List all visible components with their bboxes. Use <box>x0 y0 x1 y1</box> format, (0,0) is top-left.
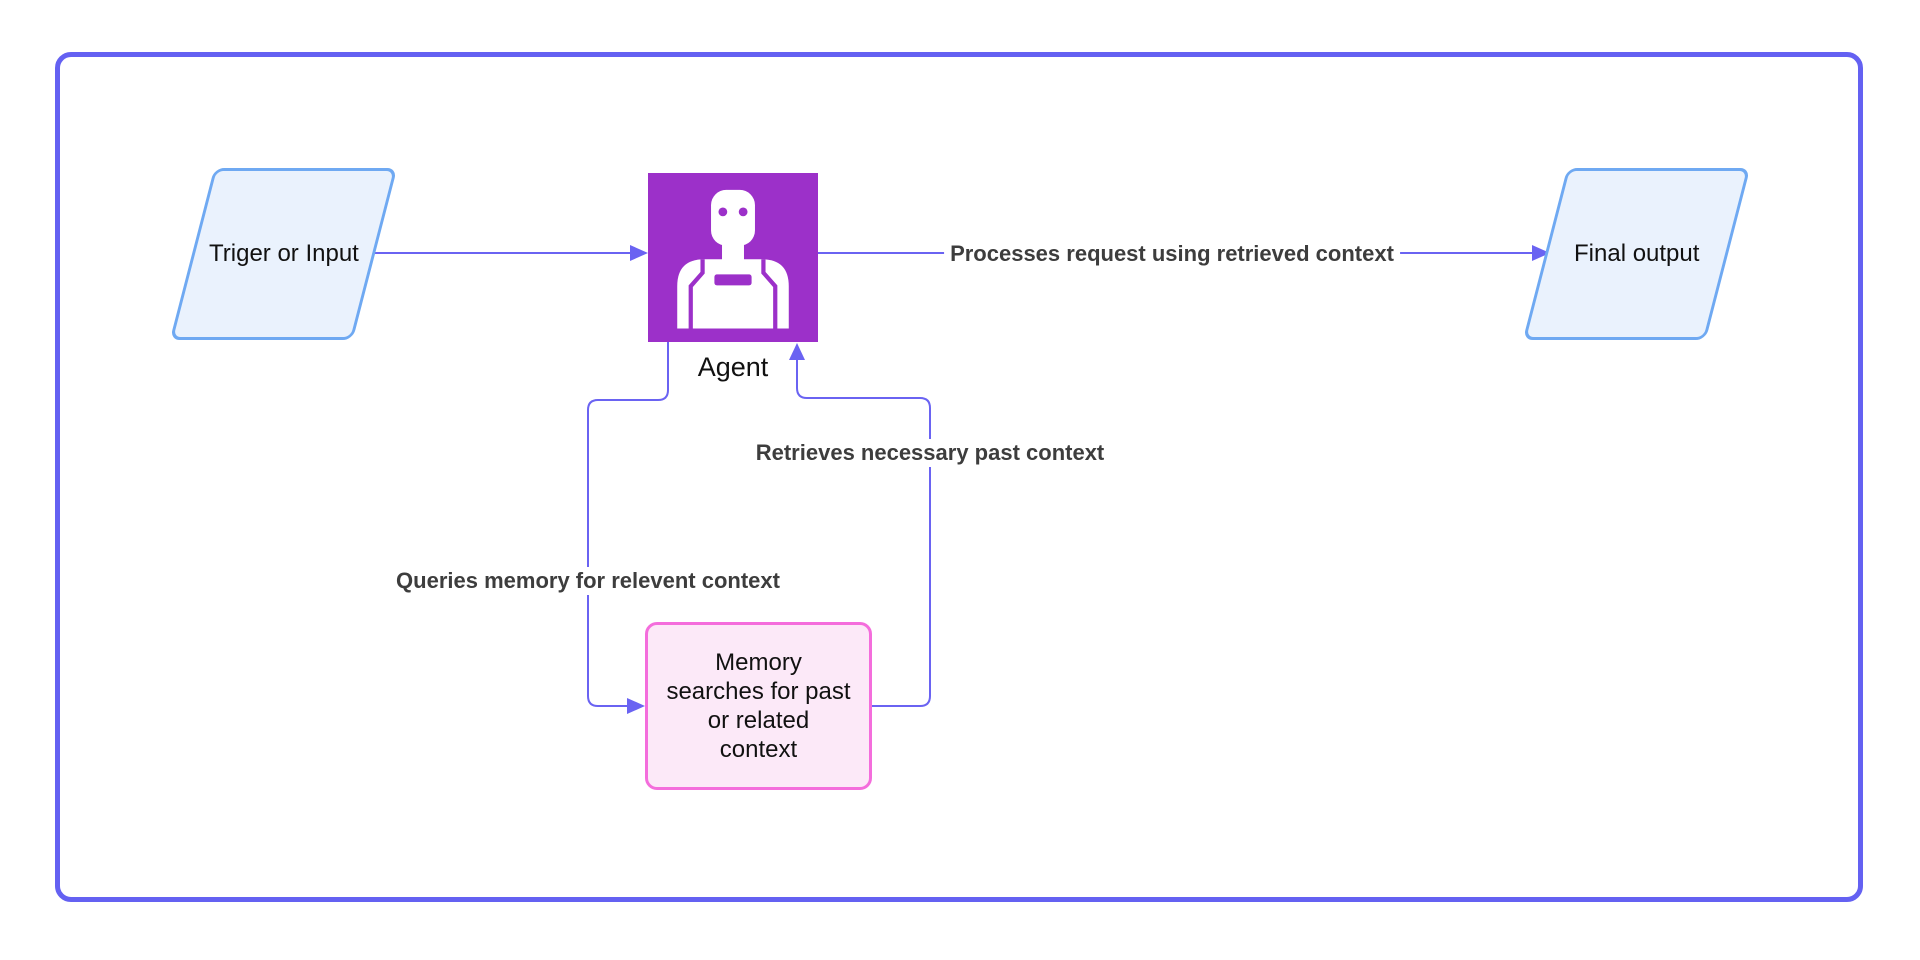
edge-memory-to-agent <box>789 343 931 707</box>
diagram-frame <box>55 52 1863 902</box>
node-memory: Memory searches for past or related cont… <box>645 622 872 790</box>
agent-label: Agent <box>697 352 769 382</box>
memory-label: Memory searches for past or related cont… <box>666 649 851 763</box>
edge-agent-to-memory <box>587 342 669 714</box>
edge-trigger-to-agent <box>375 245 648 261</box>
robot-icon <box>677 189 789 329</box>
edge-label-processes-request: Processes request using retrieved contex… <box>944 240 1400 268</box>
node-agent <box>648 173 818 342</box>
trigger-label: Triger or Input <box>208 240 359 267</box>
final-output-label: Final output <box>1573 240 1700 267</box>
edge-label-queries-memory: Queries memory for relevent context <box>390 567 786 595</box>
edge-label-retrieves-context: Retrieves necessary past context <box>749 439 1111 467</box>
